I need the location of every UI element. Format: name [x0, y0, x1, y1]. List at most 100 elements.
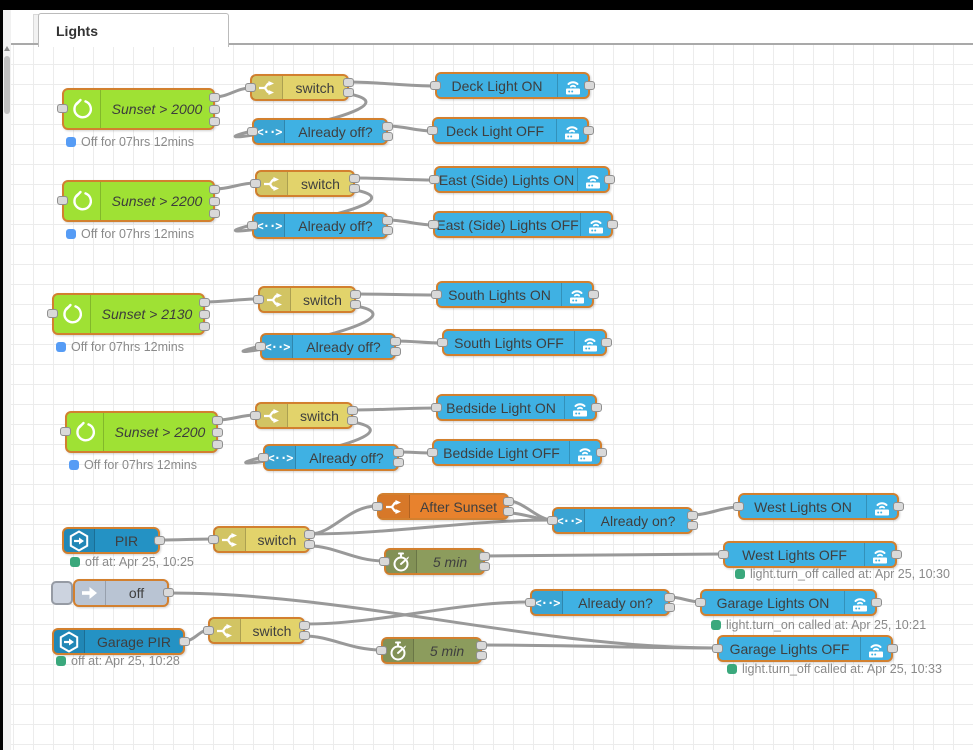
port-output[interactable]: [479, 552, 490, 561]
port-output[interactable]: [390, 337, 401, 346]
port-output[interactable]: [479, 562, 490, 571]
port-input[interactable]: [712, 643, 723, 653]
port-input[interactable]: [245, 82, 256, 92]
node-already-on-garage[interactable]: <··> Already on?: [525, 589, 675, 616]
port-input[interactable]: [733, 501, 744, 511]
vertical-scrollbar[interactable]: [3, 10, 11, 750]
node-inject-off[interactable]: off: [73, 579, 174, 607]
port-output[interactable]: [503, 497, 514, 506]
wire[interactable]: [483, 552, 725, 558]
port-output[interactable]: [503, 507, 514, 516]
node-switch-east[interactable]: switch: [250, 170, 360, 197]
port-output[interactable]: [601, 337, 612, 347]
wire[interactable]: [351, 406, 438, 412]
node-sunset-south[interactable]: Sunset > 2130: [47, 293, 210, 335]
port-output[interactable]: [584, 80, 595, 90]
node-already-off-bedside[interactable]: <··> Already off?: [258, 444, 404, 471]
port-input[interactable]: [429, 174, 440, 184]
port-output[interactable]: [343, 78, 354, 87]
port-input[interactable]: [547, 515, 558, 525]
wire[interactable]: [480, 643, 719, 650]
wire[interactable]: [167, 591, 719, 650]
node-garage-pir[interactable]: Garage PIR: [52, 628, 190, 655]
node-deck-light-off[interactable]: Deck Light OFF: [427, 117, 594, 144]
port-output[interactable]: [349, 184, 360, 193]
port-input[interactable]: [379, 556, 390, 566]
port-input[interactable]: [57, 196, 68, 205]
port-output[interactable]: [687, 511, 698, 520]
port-output[interactable]: [209, 209, 220, 218]
wire[interactable]: [347, 80, 437, 88]
port-input[interactable]: [247, 220, 258, 230]
port-output[interactable]: [382, 216, 393, 225]
port-input[interactable]: [427, 447, 438, 457]
port-input[interactable]: [427, 125, 438, 135]
node-pir[interactable]: PIR: [62, 527, 165, 554]
wire[interactable]: [158, 537, 215, 542]
port-output[interactable]: [199, 298, 210, 307]
node-west-lights-off[interactable]: West Lights OFF: [718, 541, 902, 568]
port-output[interactable]: [393, 448, 404, 457]
port-output[interactable]: [299, 621, 310, 630]
node-east-lights-on[interactable]: East (Side) Lights ON: [429, 166, 615, 193]
port-output[interactable]: [209, 117, 220, 126]
port-input[interactable]: [376, 645, 387, 655]
port-input[interactable]: [247, 126, 258, 136]
port-output[interactable]: [347, 406, 358, 415]
port-output[interactable]: [382, 132, 393, 141]
port-input[interactable]: [253, 294, 264, 304]
node-switch-south[interactable]: switch: [253, 286, 361, 313]
node-west-lights-on[interactable]: West Lights ON: [733, 493, 904, 520]
port-input[interactable]: [431, 289, 442, 299]
port-input[interactable]: [47, 309, 58, 318]
wire[interactable]: [303, 634, 383, 652]
port-output[interactable]: [664, 593, 675, 602]
node-south-lights-off[interactable]: South Lights OFF: [437, 329, 612, 356]
port-output[interactable]: [664, 603, 675, 612]
node-switch-garage[interactable]: switch: [203, 617, 310, 644]
node-already-on-west[interactable]: <··> Already on?: [547, 507, 698, 534]
port-input[interactable]: [431, 402, 442, 412]
port-output[interactable]: [212, 440, 223, 449]
port-input[interactable]: [428, 219, 439, 229]
port-output[interactable]: [893, 501, 904, 511]
port-output[interactable]: [350, 290, 361, 299]
port-output[interactable]: [382, 122, 393, 131]
wire[interactable]: [354, 292, 438, 297]
port-output[interactable]: [604, 174, 615, 184]
node-bedside-light-on[interactable]: Bedside Light ON: [431, 394, 602, 421]
port-input[interactable]: [372, 501, 383, 511]
port-input[interactable]: [718, 549, 729, 559]
port-output[interactable]: [588, 289, 599, 299]
node-deck-light-on[interactable]: Deck Light ON: [430, 72, 595, 99]
port-output[interactable]: [199, 322, 210, 331]
wire[interactable]: [303, 600, 532, 626]
node-east-lights-off[interactable]: East (Side) Lights OFF: [428, 211, 618, 238]
tab-lights[interactable]: Lights: [38, 13, 229, 47]
port-output[interactable]: [687, 521, 698, 530]
port-output[interactable]: [209, 197, 220, 206]
port-output[interactable]: [209, 105, 220, 114]
wire[interactable]: [308, 544, 386, 563]
inject-button[interactable]: [51, 581, 73, 605]
port-output[interactable]: [350, 300, 361, 309]
scrollbar-thumb[interactable]: [4, 56, 10, 114]
node-after-sunset[interactable]: After Sunset: [372, 493, 514, 520]
scroll-up-icon[interactable]: [4, 46, 10, 51]
port-input[interactable]: [60, 427, 71, 436]
port-output[interactable]: [476, 651, 487, 660]
port-output[interactable]: [347, 416, 358, 425]
node-already-off-east[interactable]: <··> Already off?: [247, 212, 393, 239]
port-output[interactable]: [349, 174, 360, 183]
port-output[interactable]: [390, 347, 401, 356]
port-input[interactable]: [430, 80, 441, 90]
port-output[interactable]: [212, 428, 223, 437]
port-output[interactable]: [393, 458, 404, 467]
port-output[interactable]: [304, 540, 315, 549]
node-south-lights-on[interactable]: South Lights ON: [431, 281, 599, 308]
port-input[interactable]: [695, 597, 706, 607]
node-switch-bedside[interactable]: switch: [250, 402, 358, 429]
node-sunset-deck[interactable]: Sunset > 2000: [57, 88, 220, 130]
port-input[interactable]: [57, 104, 68, 113]
port-input[interactable]: [203, 625, 214, 635]
